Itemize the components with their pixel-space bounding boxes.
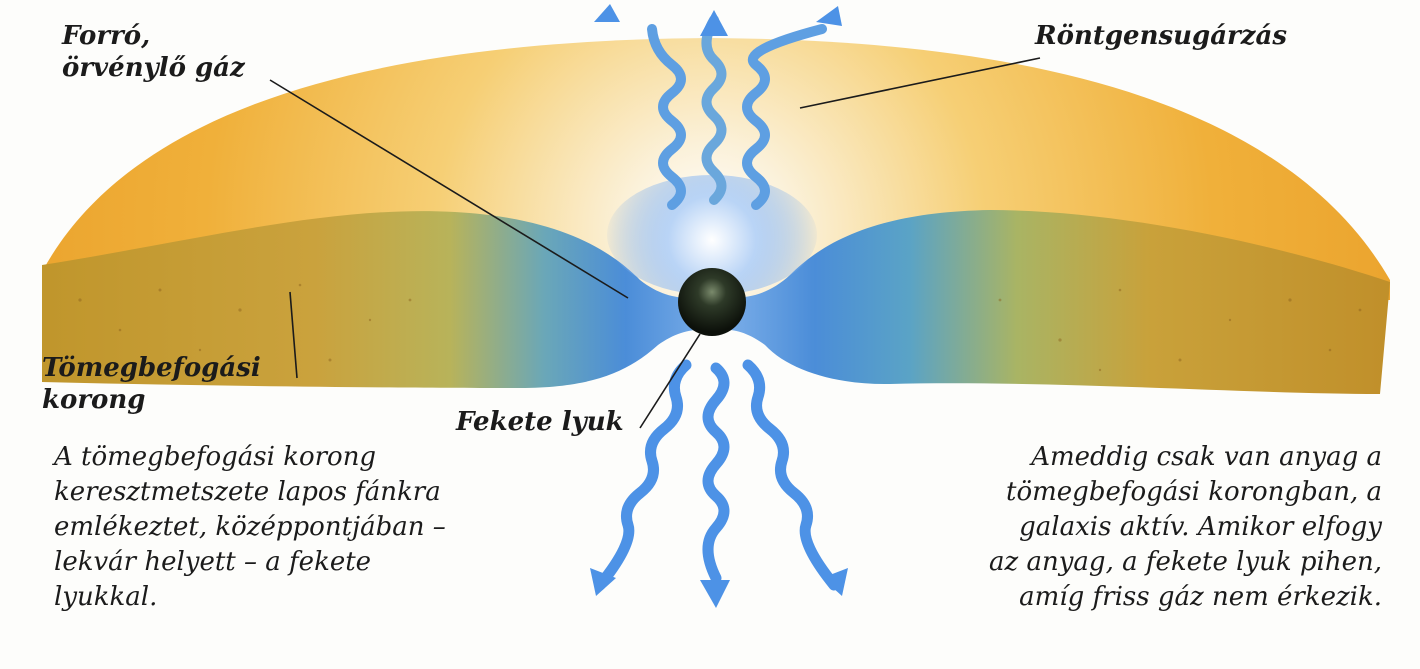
caption-line: keresztmetszete lapos fánkra xyxy=(54,475,446,510)
label-accretion-disk: Tömegbefogási korong xyxy=(42,352,261,416)
black-hole xyxy=(678,268,746,336)
caption-left: A tömegbefogási korong keresztmetszete l… xyxy=(54,440,446,615)
caption-line: Ameddig csak van anyag a xyxy=(989,440,1382,475)
caption-line: emlékeztet, középpontjában – xyxy=(54,510,446,545)
arrowhead xyxy=(700,10,728,36)
arrowhead xyxy=(594,4,620,22)
caption-line: tömegbefogási korongban, a xyxy=(989,475,1382,510)
caption-line: lekvár helyett – a fekete xyxy=(54,545,446,580)
xray-ray xyxy=(748,365,834,585)
xray-ray xyxy=(708,368,724,578)
label-disk-line: korong xyxy=(42,384,261,416)
caption-line: galaxis aktív. Amikor elfogy xyxy=(989,510,1382,545)
arrowhead xyxy=(816,6,842,26)
label-black-hole: Fekete lyuk xyxy=(456,406,624,438)
caption-right: Ameddig csak van anyag a tömegbefogási k… xyxy=(989,440,1382,615)
caption-line: A tömegbefogási korong xyxy=(54,440,446,475)
xray-ray xyxy=(600,365,686,585)
caption-line: az anyag, a fekete lyuk pihen, xyxy=(989,545,1382,580)
label-hot-gas: Forró, örvénylő gáz xyxy=(62,20,245,84)
xray-rays-down xyxy=(600,365,834,585)
label-hot-gas-line: Forró, xyxy=(62,20,245,52)
caption-line: amíg friss gáz nem érkezik. xyxy=(989,580,1382,615)
label-hot-gas-line: örvénylő gáz xyxy=(62,52,245,84)
label-xray: Röntgensugárzás xyxy=(1035,20,1287,52)
caption-line: lyukkal. xyxy=(54,580,446,615)
label-disk-line: Tömegbefogási xyxy=(42,352,261,384)
arrowhead xyxy=(700,580,730,608)
